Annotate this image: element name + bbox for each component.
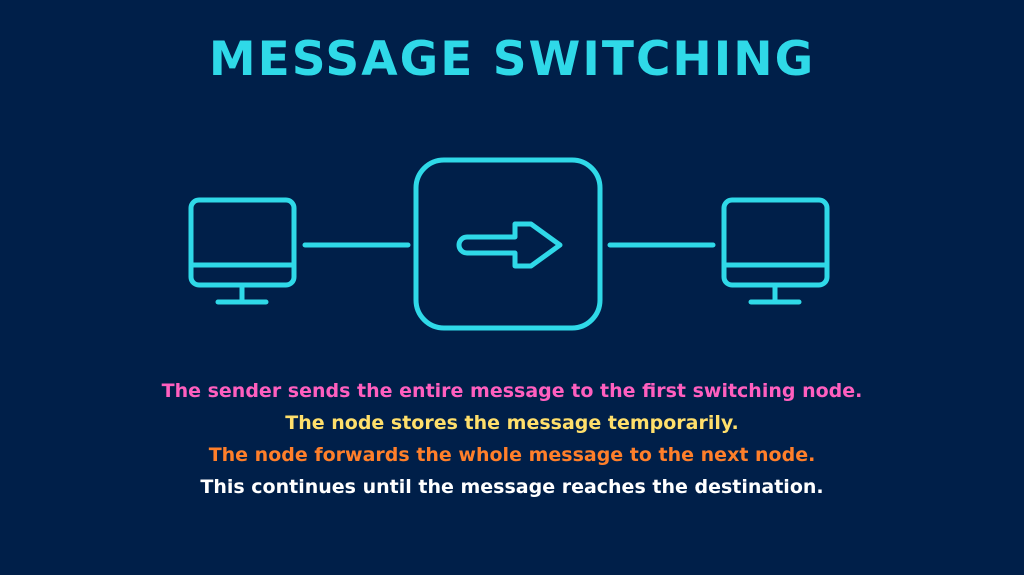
- arrow-right-icon: [456, 221, 563, 269]
- page-title: MESSAGE SWITCHING: [208, 32, 816, 87]
- step-2-text: The node stores the message temporarily.: [285, 412, 739, 434]
- receiver-computer-icon: [721, 197, 830, 305]
- steps-list: The sender sends the entire message to t…: [0, 375, 1024, 503]
- step-1-text: The sender sends the entire message to t…: [161, 380, 863, 402]
- step-3-text: The node forwards the whole message to t…: [208, 444, 816, 466]
- sender-computer-icon: [188, 197, 297, 305]
- switching-node-icon: [413, 157, 603, 331]
- step-4-text: This continues until the message reaches…: [200, 476, 824, 498]
